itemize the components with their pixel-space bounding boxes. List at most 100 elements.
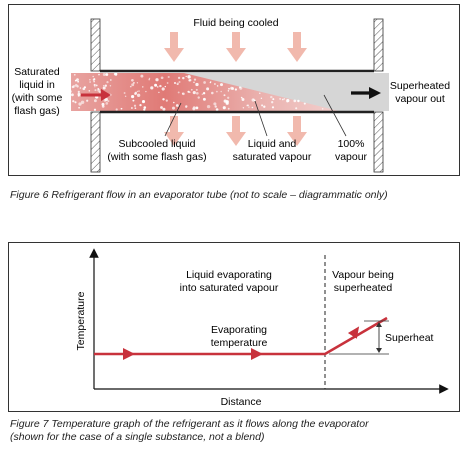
bubble bbox=[78, 106, 80, 109]
svg-text:100%: 100% bbox=[338, 138, 365, 150]
bubble bbox=[167, 75, 170, 79]
bubble bbox=[154, 83, 158, 87]
bubble bbox=[178, 80, 181, 84]
bubble bbox=[132, 81, 135, 84]
bubble bbox=[242, 107, 245, 109]
bubble bbox=[303, 102, 306, 105]
bubble bbox=[74, 79, 77, 82]
bubble bbox=[271, 101, 274, 104]
bubble bbox=[206, 104, 211, 109]
bubble bbox=[160, 106, 163, 109]
svg-text:Saturated: Saturated bbox=[14, 66, 60, 78]
bubble bbox=[129, 85, 132, 88]
svg-text:into saturated vapour: into saturated vapour bbox=[180, 282, 279, 294]
bubble bbox=[136, 82, 139, 84]
bubble bbox=[162, 98, 165, 101]
flow-arrow-2 bbox=[251, 348, 263, 360]
svg-text:superheated: superheated bbox=[334, 282, 393, 294]
svg-text:vapour: vapour bbox=[335, 151, 368, 163]
bubble bbox=[213, 102, 217, 106]
bubble bbox=[101, 102, 105, 106]
flow-arrow-1 bbox=[123, 348, 135, 360]
bubble bbox=[223, 94, 226, 97]
outlet-label: Superheated vapour out bbox=[390, 80, 450, 105]
x-axis-label: Distance bbox=[221, 396, 262, 408]
bubble bbox=[192, 106, 196, 109]
bubble bbox=[220, 83, 223, 87]
bubble bbox=[123, 92, 126, 94]
bubble bbox=[145, 90, 147, 93]
bubble bbox=[80, 100, 85, 104]
bubble bbox=[94, 86, 96, 88]
bubble bbox=[225, 101, 229, 105]
subcooled-leader bbox=[164, 102, 182, 137]
bubble bbox=[173, 101, 175, 104]
region1-label: Liquid evaporating into saturated vapour bbox=[180, 269, 279, 294]
bubble bbox=[93, 78, 96, 81]
svg-text:vapour out: vapour out bbox=[395, 93, 445, 105]
bubble bbox=[86, 99, 89, 102]
bubble bbox=[228, 87, 230, 90]
bubble bbox=[187, 90, 190, 93]
bubble bbox=[230, 86, 234, 90]
bubble bbox=[88, 90, 91, 92]
bubble bbox=[281, 98, 284, 101]
bubble bbox=[158, 91, 160, 94]
bubble bbox=[130, 107, 133, 109]
right-upper-wall bbox=[373, 18, 384, 72]
bubble bbox=[150, 86, 154, 90]
bubble bbox=[181, 92, 184, 95]
bubble bbox=[106, 81, 109, 84]
svg-text:flash gas): flash gas) bbox=[14, 105, 60, 117]
cooling-arrow bbox=[287, 32, 307, 62]
mixture-leader bbox=[254, 100, 268, 137]
flow-arrow-3 bbox=[347, 326, 360, 339]
bubble bbox=[263, 105, 266, 108]
bubble bbox=[197, 96, 200, 99]
figure-7-panel: Temperature Distance Liquid evaporating … bbox=[8, 242, 460, 412]
bubble bbox=[215, 90, 218, 93]
bubble bbox=[93, 80, 95, 83]
bubble bbox=[239, 86, 243, 90]
svg-text:Subcooled liquid: Subcooled liquid bbox=[118, 138, 195, 150]
bubble bbox=[134, 107, 137, 110]
svg-text:(with some: (with some bbox=[12, 92, 63, 104]
temperature-curve bbox=[94, 316, 388, 356]
bubble bbox=[131, 78, 134, 82]
evaporating-temperature-label: Evaporating temperature bbox=[211, 324, 268, 349]
outlet-arrow bbox=[351, 87, 381, 99]
bubble bbox=[105, 102, 109, 105]
bubble bbox=[89, 81, 91, 83]
bubble bbox=[143, 106, 147, 109]
left-upper-wall bbox=[90, 18, 101, 72]
bubble bbox=[78, 102, 82, 106]
bubble bbox=[202, 92, 206, 95]
bubble bbox=[103, 85, 105, 87]
bubble bbox=[156, 86, 159, 88]
bubble bbox=[102, 86, 106, 90]
bubble bbox=[209, 81, 212, 83]
bubble bbox=[166, 82, 169, 84]
bubble bbox=[172, 106, 175, 110]
svg-text:Liquid evaporating: Liquid evaporating bbox=[186, 269, 272, 281]
evaporator-tube-diagram: Fluid being cooled Saturated liquid in (… bbox=[12, 17, 450, 173]
bubble bbox=[176, 82, 179, 86]
cooling-arrow bbox=[164, 116, 184, 146]
bubble bbox=[279, 98, 281, 100]
cooling-arrow bbox=[226, 116, 246, 146]
bubble bbox=[286, 98, 290, 103]
cooling-arrow bbox=[287, 116, 307, 146]
bubble bbox=[107, 100, 110, 103]
bubble bbox=[161, 87, 165, 91]
bubble bbox=[141, 100, 146, 104]
bubble bbox=[193, 81, 195, 84]
bubble bbox=[160, 76, 164, 80]
inlet-label: Saturated liquid in (with some flash gas… bbox=[12, 66, 63, 117]
bubble bbox=[76, 85, 79, 88]
svg-text:Vapour being: Vapour being bbox=[332, 269, 394, 281]
bubble bbox=[94, 89, 97, 92]
figure-6-panel: Fluid being cooled Saturated liquid in (… bbox=[8, 4, 460, 176]
svg-text:Liquid and: Liquid and bbox=[248, 138, 297, 150]
bubble bbox=[227, 107, 230, 110]
bubble bbox=[297, 99, 300, 103]
